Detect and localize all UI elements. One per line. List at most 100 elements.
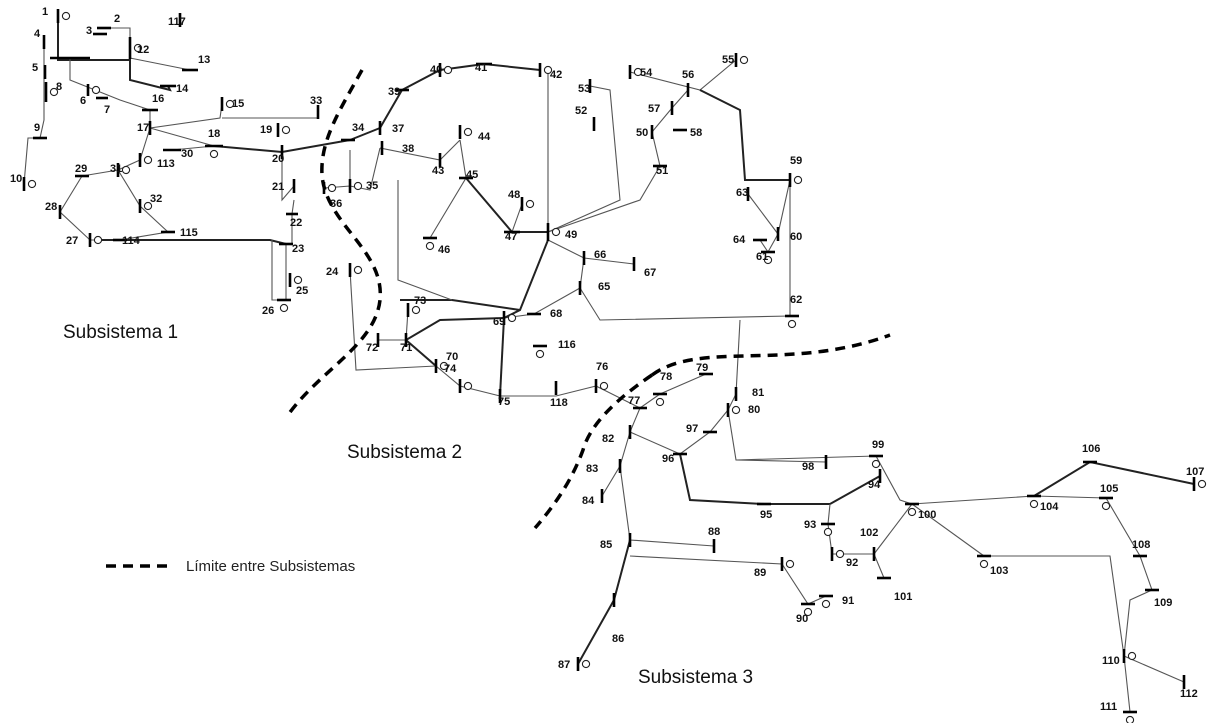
- bus-label-107: 107: [1186, 466, 1204, 478]
- generator-icon: [463, 127, 473, 137]
- bus-label-55: 55: [722, 54, 734, 66]
- bus-label-82: 82: [602, 433, 614, 445]
- region-label-3: Subsistema 3: [638, 667, 753, 688]
- generator-icon: [1127, 651, 1137, 661]
- bus-label-19: 19: [260, 124, 272, 136]
- transmission-line: [577, 539, 631, 665]
- generator-icon: [209, 149, 219, 159]
- bus-label-12: 12: [137, 44, 149, 56]
- generator-icon: [133, 43, 143, 53]
- bus-label-7: 7: [104, 104, 110, 116]
- bus-label-67: 67: [644, 267, 656, 279]
- bus-label-6: 6: [80, 95, 86, 107]
- bus-label-50: 50: [636, 127, 648, 139]
- transmission-line: [735, 455, 913, 505]
- generator-icon: [281, 125, 291, 135]
- bus-label-102: 102: [860, 527, 878, 539]
- bus-label-75: 75: [498, 396, 510, 408]
- bus-label-95: 95: [760, 509, 772, 521]
- transmission-line: [911, 495, 1107, 505]
- transmission-line: [595, 373, 707, 409]
- generator-icon: [599, 381, 609, 391]
- region-label-2: Subsistema 2: [347, 442, 462, 463]
- generator-icon: [787, 319, 797, 329]
- generator-icon: [1101, 501, 1111, 511]
- generator-icon: [27, 179, 37, 189]
- bus-label-63: 63: [736, 187, 748, 199]
- transmission-line: [651, 89, 689, 167]
- generator-icon: [293, 275, 303, 285]
- bus-label-118: 118: [550, 397, 568, 409]
- bus-label-77: 77: [628, 395, 640, 407]
- bus-label-54: 54: [640, 67, 653, 79]
- generator-icon: [871, 459, 881, 469]
- transmission-line: [503, 257, 585, 319]
- generator-icon: [793, 175, 803, 185]
- bus-label-78: 78: [660, 371, 672, 383]
- transmission-line: [629, 555, 827, 605]
- bus-label-74: 74: [444, 363, 457, 375]
- bus-label-71: 71: [400, 342, 412, 354]
- transmission-line: [57, 16, 130, 61]
- bus-label-112: 112: [1180, 688, 1198, 700]
- bus-label-104: 104: [1040, 501, 1059, 513]
- bus-label-86: 86: [612, 633, 624, 645]
- generator-icon: [1197, 479, 1207, 489]
- transmission-line: [499, 317, 505, 397]
- transmission-line: [727, 319, 741, 411]
- subsystem-boundaries: [286, 69, 891, 530]
- bus-label-92: 92: [846, 557, 858, 569]
- transmission-line: [117, 169, 170, 241]
- transmission-line: [747, 193, 779, 235]
- bus-label-85: 85: [600, 539, 612, 551]
- bus-label-111: 111: [1100, 701, 1117, 713]
- transmission-line: [601, 407, 641, 497]
- bus-label-15: 15: [232, 98, 244, 110]
- bus-label-21: 21: [272, 181, 284, 193]
- bus-label-98: 98: [802, 461, 814, 473]
- transmission-line: [39, 42, 45, 139]
- bus-label-23: 23: [292, 243, 304, 255]
- bus-label-69: 69: [493, 316, 505, 328]
- bus-label-29: 29: [75, 163, 87, 175]
- bus-label-105: 105: [1100, 483, 1118, 495]
- generator-icon: [581, 659, 591, 669]
- generator-icon: [443, 65, 453, 75]
- bus-label-59: 59: [790, 155, 802, 167]
- bus-label-58: 58: [690, 127, 702, 139]
- bus-label-79: 79: [696, 362, 708, 374]
- bus-label-116: 116: [558, 339, 576, 351]
- bus-label-56: 56: [682, 69, 694, 81]
- transmission-line: [465, 177, 548, 233]
- generator-icon: [907, 507, 917, 517]
- transmission-line: [222, 112, 319, 119]
- generator-icon: [439, 361, 449, 371]
- bus-label-26: 26: [262, 305, 274, 317]
- transmission-line: [404, 317, 505, 367]
- bus-label-40: 40: [430, 64, 442, 76]
- bus-label-89: 89: [754, 567, 766, 579]
- transmission-line: [984, 555, 1125, 657]
- bus-label-100: 100: [918, 509, 936, 521]
- generator-icon: [327, 183, 337, 193]
- generator-icon: [463, 381, 473, 391]
- bus-label-4: 4: [34, 28, 41, 40]
- bus-label-9: 9: [34, 122, 40, 134]
- bus-label-28: 28: [45, 201, 57, 213]
- legend-label: Límite entre Subsistemas: [186, 558, 355, 575]
- bus-label-30: 30: [181, 148, 193, 160]
- bus-label-51: 51: [656, 165, 668, 177]
- bus-label-46: 46: [438, 244, 450, 256]
- generator-icon: [763, 255, 773, 265]
- bus-label-114: 114: [122, 235, 141, 247]
- generator-icon: [633, 67, 643, 77]
- bus-label-93: 93: [804, 519, 816, 531]
- bus-label-76: 76: [596, 361, 608, 373]
- generator-icon: [143, 155, 153, 165]
- generator-icon: [731, 405, 741, 415]
- bus-label-106: 106: [1082, 443, 1100, 455]
- transmission-line: [629, 409, 729, 455]
- generator-icon: [143, 201, 153, 211]
- bus-label-108: 108: [1132, 539, 1150, 551]
